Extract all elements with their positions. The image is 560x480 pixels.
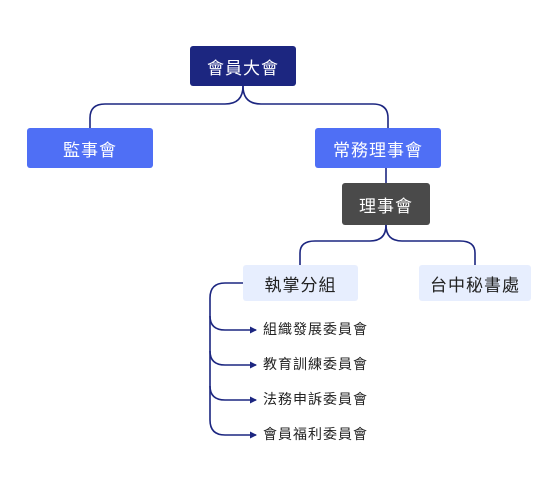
committee-item[interactable]: 教育訓練委員會 bbox=[263, 357, 368, 373]
node-board-of-directors[interactable]: 理事會 bbox=[342, 183, 430, 225]
connector-exec-committee-3 bbox=[209, 385, 257, 404]
connector-board-taichung bbox=[385, 224, 476, 265]
committee-item[interactable]: 會員福利委員會 bbox=[263, 427, 368, 443]
node-standing-board-label: 常務理事會 bbox=[333, 140, 423, 161]
node-taichung-office-label: 台中秘書處 bbox=[430, 275, 520, 296]
connector-board-exec bbox=[299, 224, 387, 265]
connector-exec-committee-1 bbox=[209, 315, 257, 334]
connector-root-supervisors bbox=[89, 85, 244, 128]
node-board-of-supervisors[interactable]: 監事會 bbox=[27, 128, 153, 168]
node-standing-board[interactable]: 常務理事會 bbox=[315, 128, 441, 168]
node-general-assembly-label: 會員大會 bbox=[207, 58, 279, 79]
node-board-of-directors-label: 理事會 bbox=[359, 196, 413, 217]
node-taichung-office[interactable]: 台中秘書處 bbox=[419, 265, 531, 301]
connector-exec-spine bbox=[209, 282, 257, 439]
node-exec-group-label: 執掌分組 bbox=[264, 275, 337, 296]
connector-exec-committee-2 bbox=[209, 350, 257, 369]
node-board-of-supervisors-label: 監事會 bbox=[63, 140, 117, 161]
node-exec-group[interactable]: 執掌分組 bbox=[243, 265, 358, 301]
committee-item[interactable]: 法務申訴委員會 bbox=[263, 392, 368, 408]
committee-item[interactable]: 組織發展委員會 bbox=[263, 322, 368, 338]
node-general-assembly[interactable]: 會員大會 bbox=[190, 46, 296, 86]
connector-root-standing bbox=[242, 85, 389, 128]
